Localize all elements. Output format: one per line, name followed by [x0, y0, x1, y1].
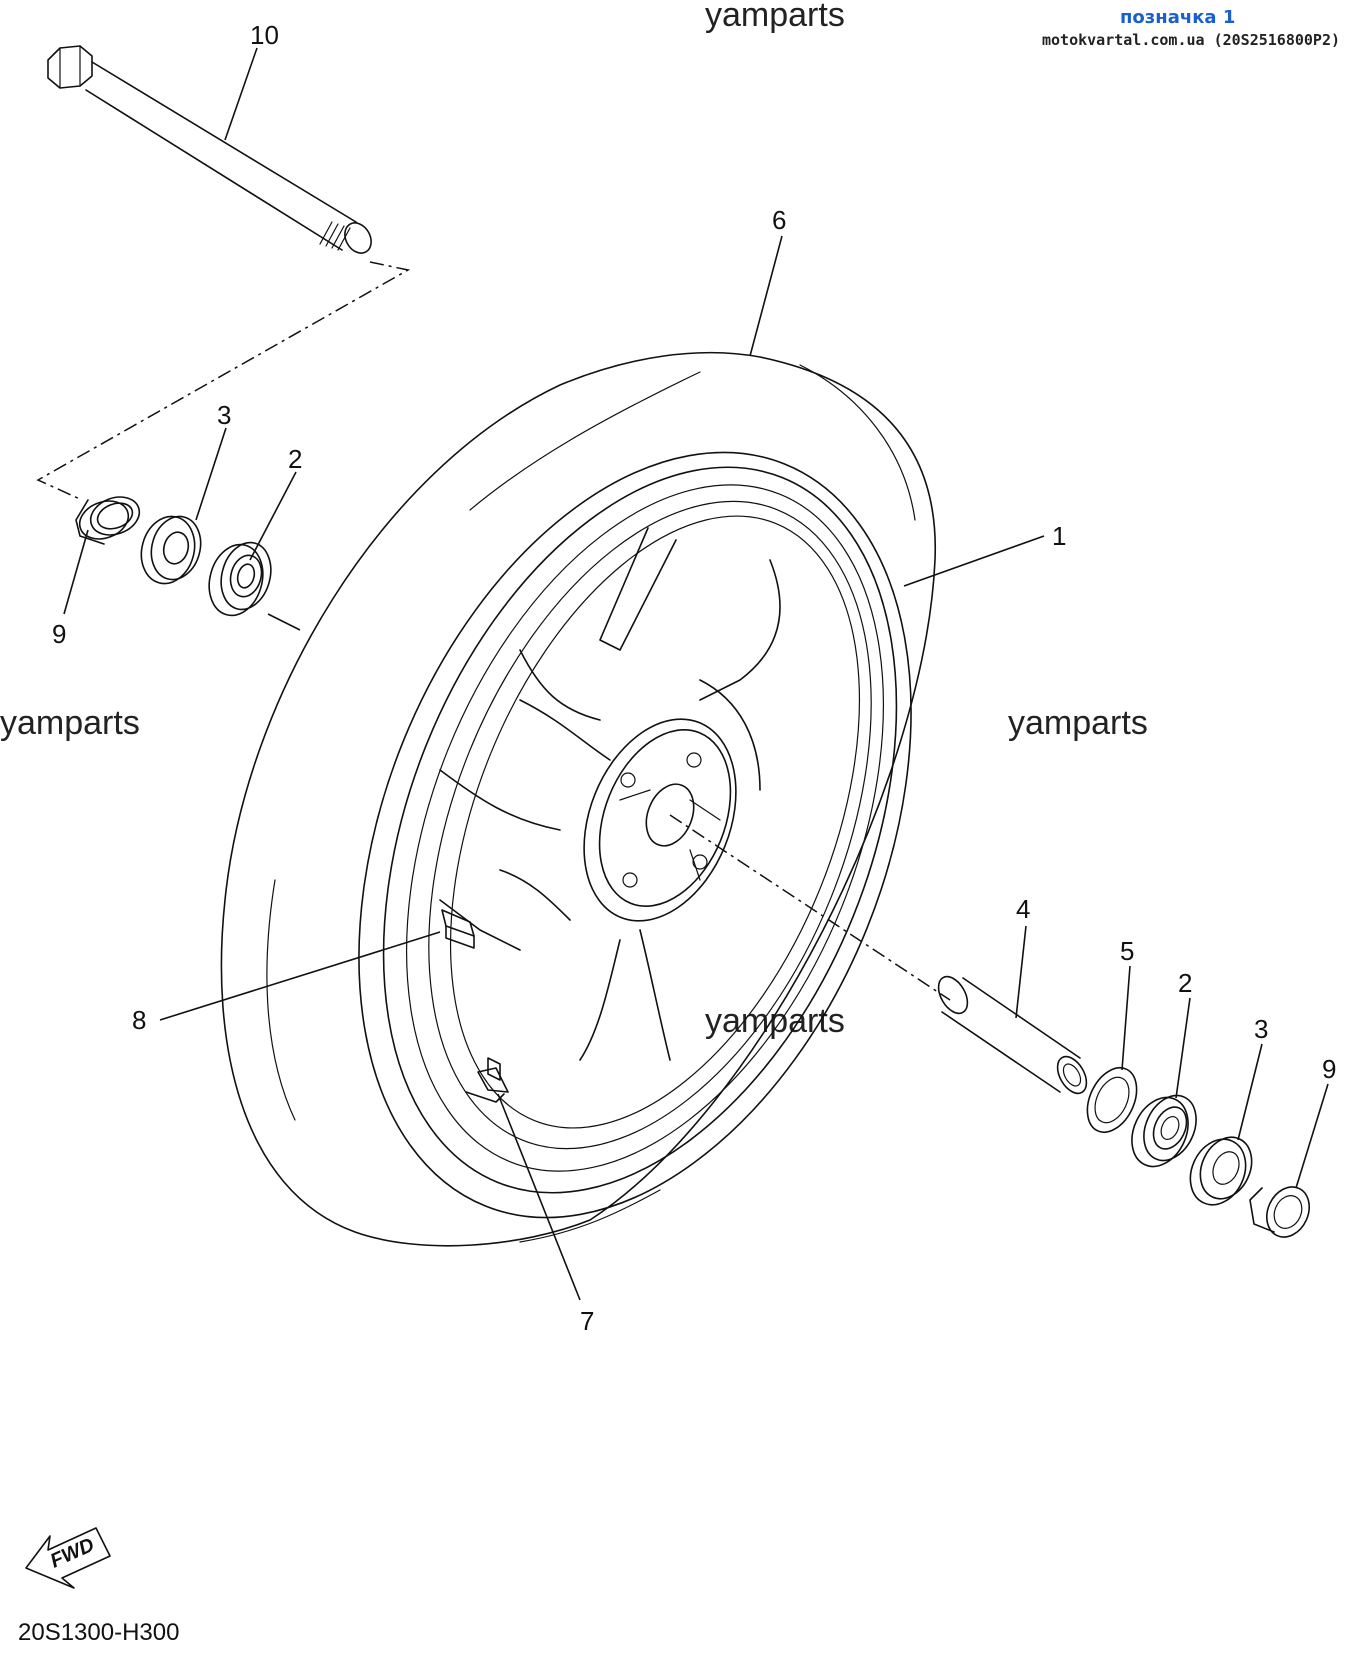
leader-5: [1121, 965, 1131, 1071]
leader-7: [497, 1093, 581, 1301]
clip-part: [441, 909, 475, 949]
ring-part: [1086, 1067, 1138, 1133]
wheel-spokes: [439, 527, 781, 1061]
callout-9a: 9: [52, 619, 66, 649]
spacer-part: [937, 975, 1088, 1095]
leader-10: [224, 47, 258, 141]
axle-bolt-part: [47, 45, 372, 254]
diagram-code: 20S1300-H300: [18, 1619, 179, 1646]
leader-2a: [249, 471, 297, 561]
right-bearing-part: [1131, 1094, 1197, 1168]
tire-part: [220, 351, 936, 1247]
callout-4: 4: [1016, 894, 1030, 924]
callout-8: 8: [132, 1005, 146, 1035]
callout-2a: 2: [288, 444, 302, 474]
watermark-left: yamparts: [0, 704, 140, 742]
left-bearing-part: [208, 541, 272, 617]
leader-9b: [1295, 1083, 1329, 1189]
callout-10: 10: [250, 20, 279, 50]
wheel-hub: [583, 718, 737, 922]
leader-4: [1015, 925, 1027, 1019]
watermark-center: yamparts: [705, 1002, 845, 1040]
callout-1: 1: [1052, 521, 1066, 551]
left-collar-part: [75, 496, 141, 545]
header-badge: позначка 1: [1120, 7, 1235, 28]
leader-3a: [195, 427, 227, 521]
callout-7: 7: [580, 1306, 594, 1336]
callout-2b: 2: [1178, 968, 1192, 998]
leader-9a: [63, 529, 89, 615]
leader-6: [749, 235, 783, 357]
rim-part: [358, 451, 912, 1219]
leader-2b: [1175, 997, 1191, 1099]
left-seal-part: [140, 515, 202, 585]
callout-6: 6: [772, 205, 786, 235]
leader-8: [159, 931, 441, 1021]
right-seal-part: [1189, 1136, 1253, 1206]
watermark-top: yamparts: [705, 0, 845, 34]
leader-3b: [1237, 1043, 1263, 1141]
right-collar-part: [1249, 1186, 1310, 1238]
valve-part: [465, 1057, 509, 1103]
header-site: motokvartal.com.ua (20S2516800P2): [1042, 31, 1340, 49]
callout-3a: 3: [217, 400, 231, 430]
watermark-right: yamparts: [1008, 704, 1148, 742]
callout-9b: 9: [1322, 1054, 1336, 1084]
fwd-label: FWD: [47, 1534, 98, 1573]
leader-1: [903, 535, 1045, 587]
fwd-arrow-icon: FWD: [25, 1527, 111, 1589]
callout-5: 5: [1120, 936, 1134, 966]
callout-3b: 3: [1254, 1014, 1268, 1044]
